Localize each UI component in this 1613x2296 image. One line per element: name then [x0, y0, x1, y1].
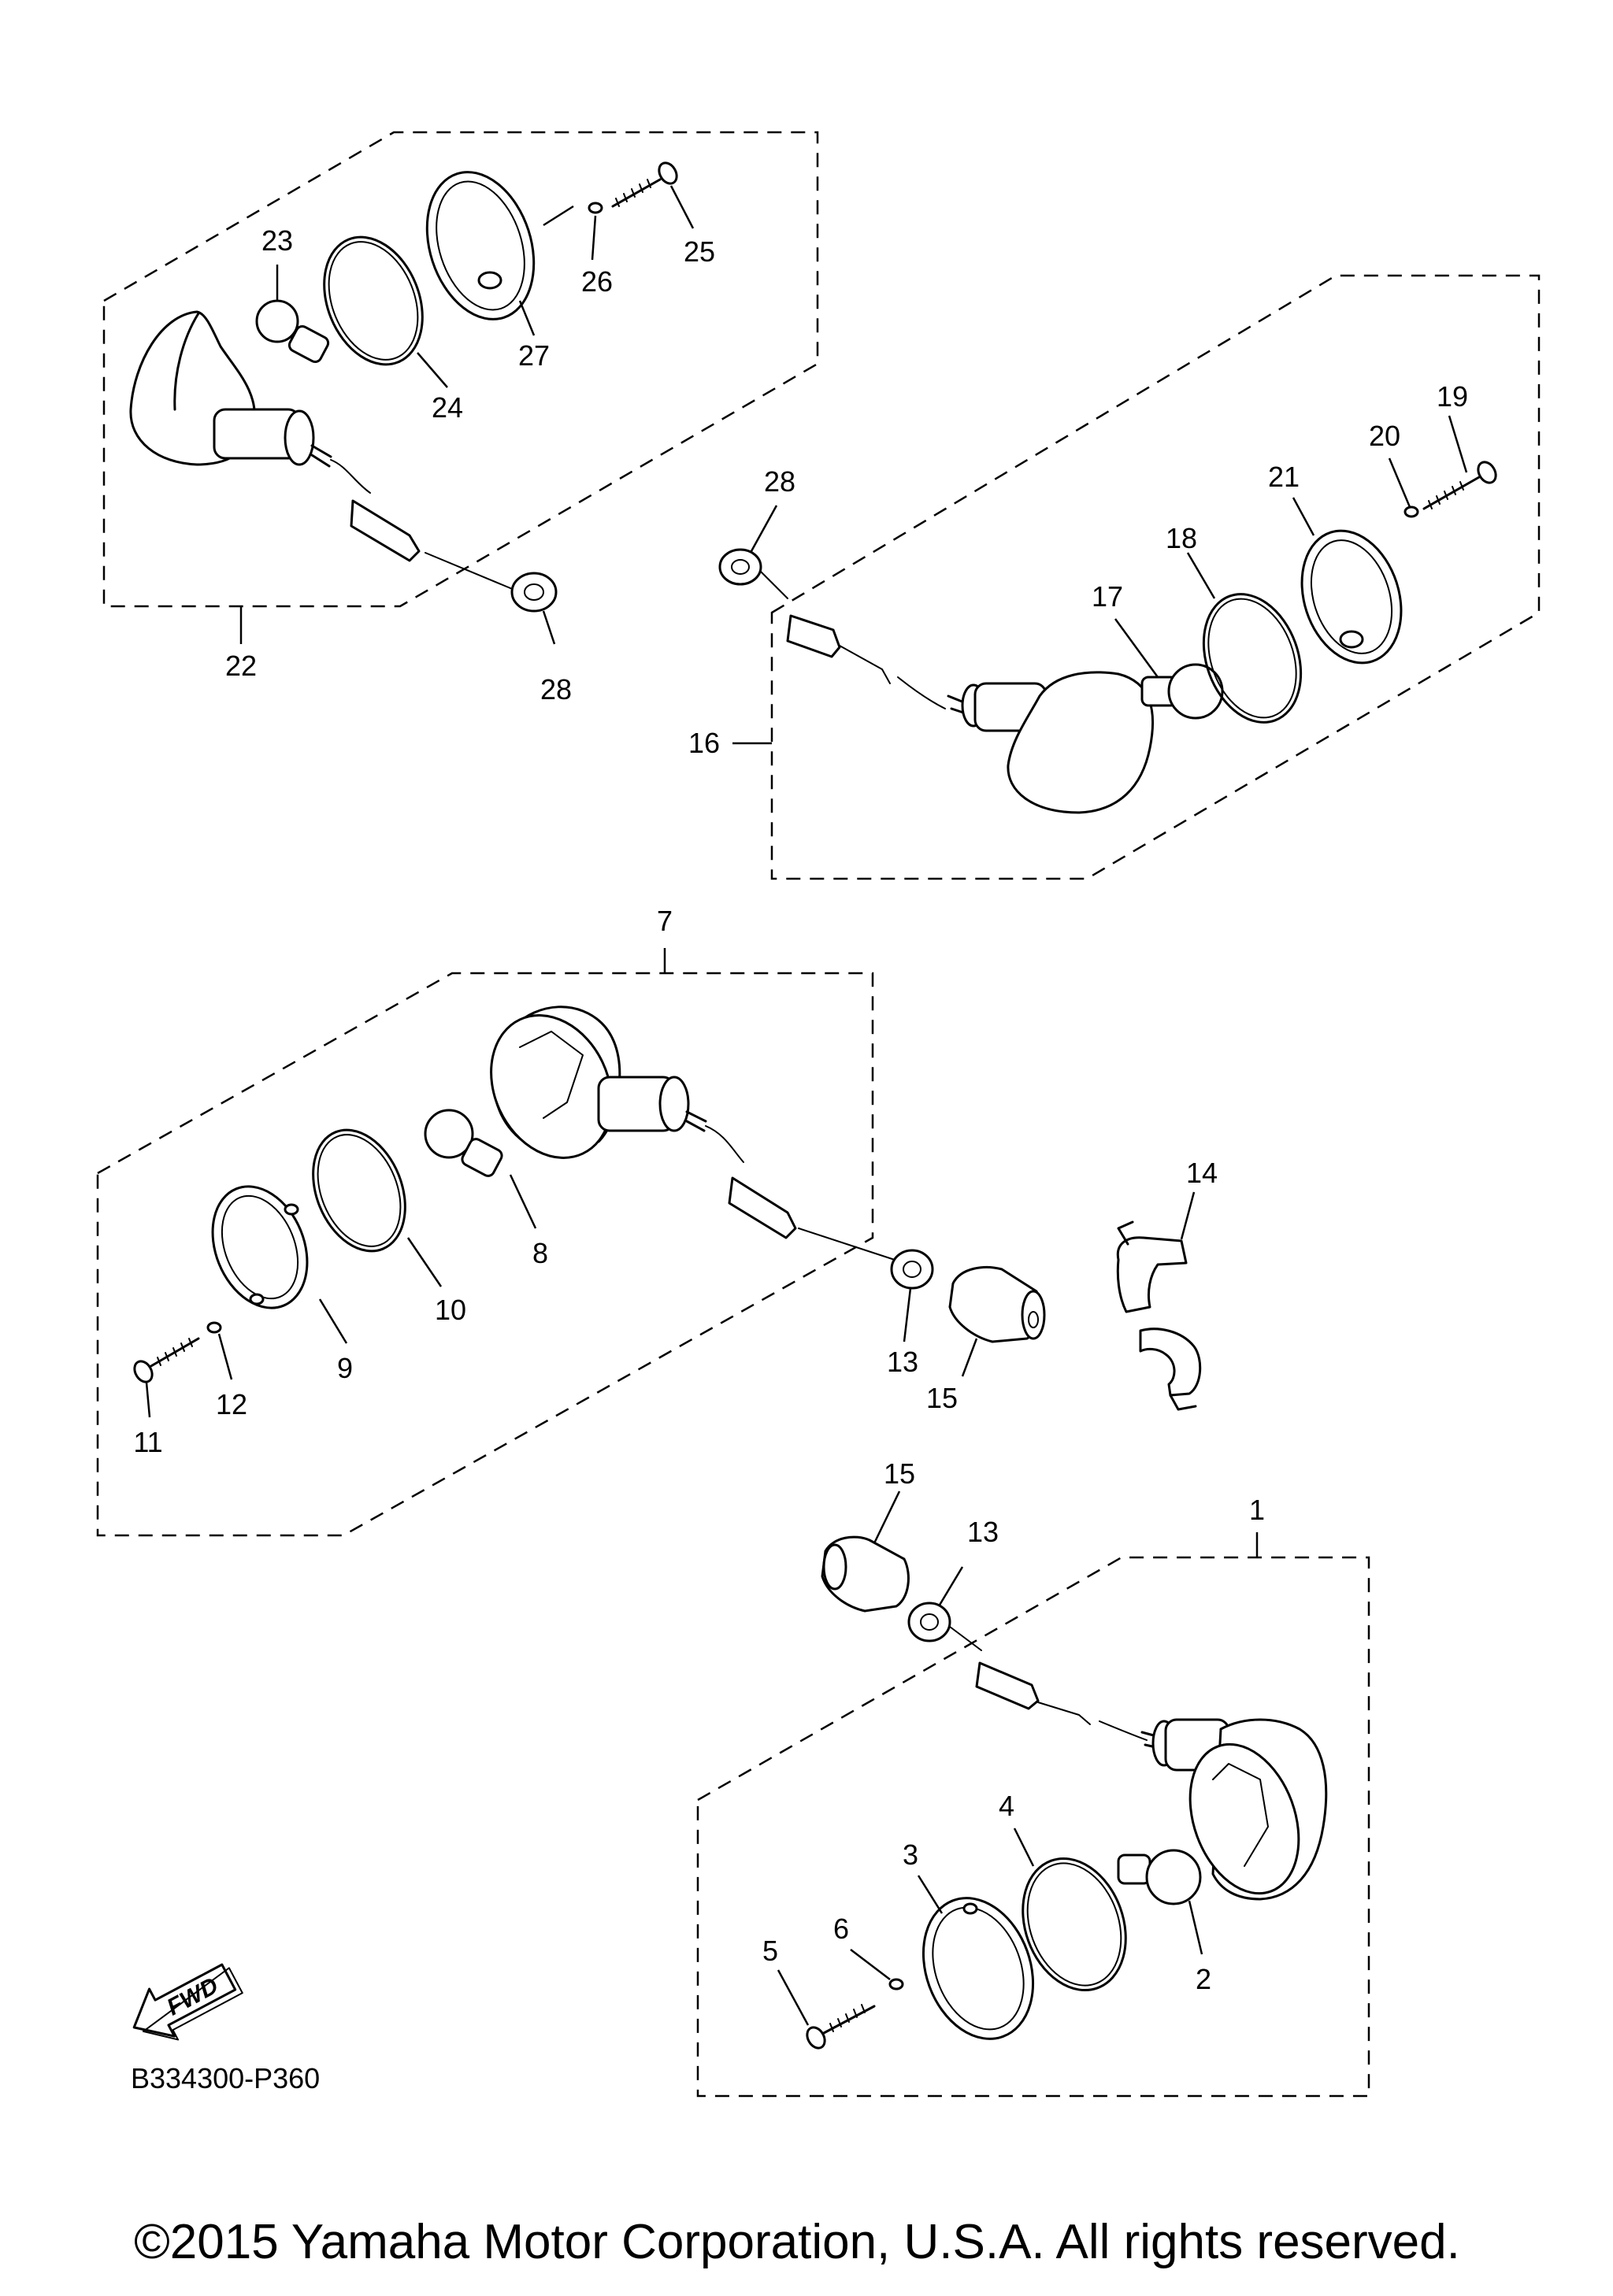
leader-lines — [145, 185, 1468, 2026]
callout-13-middle: 13 — [887, 1346, 918, 1378]
assembly-22-boundary — [102, 131, 819, 608]
callout-2: 2 — [1196, 1963, 1211, 1995]
washer — [888, 1978, 904, 1990]
screw — [806, 2004, 876, 2050]
callout-20: 20 — [1369, 420, 1400, 452]
callout-4: 4 — [999, 1790, 1014, 1822]
washer — [588, 202, 603, 214]
part-number: B334300-P360 — [131, 2062, 320, 2094]
bulb — [255, 299, 330, 364]
screw — [1422, 461, 1497, 510]
washer — [1403, 505, 1419, 518]
nut — [907, 1602, 951, 1642]
callout-24: 24 — [432, 391, 463, 424]
callout-28-lower: 28 — [540, 673, 572, 705]
callouts: 23 24 27 26 25 22 28 28 16 17 18 21 20 1… — [133, 224, 1468, 1995]
gasket — [323, 235, 424, 366]
callout-12: 12 — [216, 1388, 247, 1420]
callout-1: 1 — [1249, 1494, 1265, 1526]
lamp-housing — [129, 310, 521, 593]
bulb — [424, 1109, 503, 1177]
nut — [718, 548, 762, 586]
callout-19: 19 — [1437, 380, 1468, 413]
lens-ring — [1300, 529, 1403, 665]
callout-22: 22 — [225, 650, 257, 682]
lamp-housing — [1140, 1718, 1328, 1901]
lens-ring — [425, 171, 536, 320]
lens-ring — [921, 1897, 1035, 2040]
callout-11: 11 — [133, 1426, 162, 1458]
callout-23: 23 — [261, 224, 293, 257]
cover — [821, 1535, 910, 1613]
bracket — [1116, 1220, 1202, 1411]
callout-18: 18 — [1166, 522, 1197, 554]
assembly-22 — [102, 131, 819, 613]
callout-8: 8 — [532, 1237, 548, 1269]
copyright: ©2015 Yamaha Motor Corporation, U.S.A. A… — [134, 2215, 1460, 2269]
callout-25: 25 — [684, 235, 715, 268]
callout-3: 3 — [903, 1839, 918, 1871]
cover — [948, 1266, 1046, 1343]
callout-28-upper: 28 — [764, 465, 795, 498]
callout-10: 10 — [435, 1294, 466, 1326]
assembly-16 — [718, 274, 1541, 880]
bulb — [1117, 1849, 1202, 1905]
callout-26: 26 — [581, 265, 613, 298]
gasket — [312, 1128, 406, 1253]
callout-15-middle: 15 — [926, 1382, 958, 1414]
callout-15-lower: 15 — [884, 1457, 915, 1490]
callout-21: 21 — [1268, 461, 1300, 493]
assembly-16-boundary — [770, 274, 1541, 880]
lamp-housing — [490, 1005, 895, 1261]
assembly-1 — [696, 1535, 1370, 2098]
assembly-7 — [96, 972, 895, 1537]
bulb — [1140, 663, 1224, 720]
callout-5: 5 — [762, 1935, 778, 1967]
callout-6: 6 — [833, 1913, 849, 1945]
fwd-arrow-icon: FWD — [132, 1963, 243, 2041]
callout-13-lower: 13 — [967, 1516, 999, 1548]
callout-27: 27 — [518, 339, 550, 372]
screw — [611, 161, 678, 208]
callout-16: 16 — [688, 727, 720, 759]
callout-9: 9 — [337, 1352, 353, 1384]
nut — [510, 572, 558, 613]
callout-14: 14 — [1186, 1157, 1218, 1189]
gasket — [1202, 593, 1303, 724]
screw — [133, 1337, 200, 1383]
callout-17: 17 — [1092, 580, 1123, 613]
gasket — [1022, 1857, 1127, 1992]
lens-ring — [211, 1185, 309, 1309]
assembly-7-boundary — [96, 972, 874, 1537]
assembly-1-boundary — [696, 1556, 1370, 2098]
nut — [890, 1249, 934, 1290]
lamp-housing — [947, 671, 1155, 814]
callout-7: 7 — [657, 905, 673, 937]
washer — [206, 1321, 222, 1334]
